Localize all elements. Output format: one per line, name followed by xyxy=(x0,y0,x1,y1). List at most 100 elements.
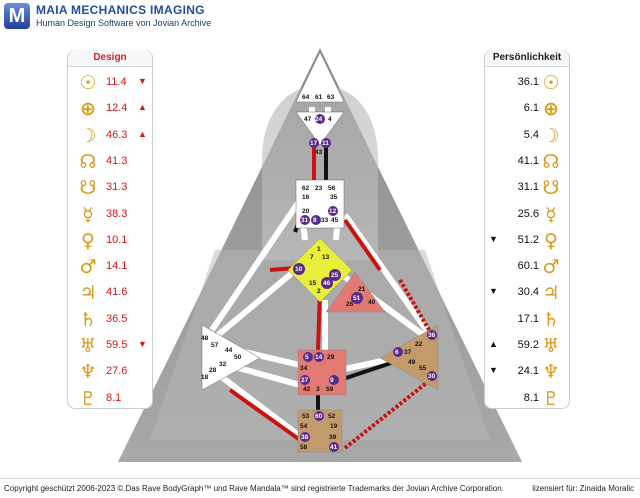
personality-row-mars: ♂60.1 xyxy=(485,255,569,281)
bodygraph-chart: 64 61 63 47 24 4 17 11 43 62 23 56 16 35… xyxy=(118,48,522,462)
gate-41: 41 xyxy=(330,444,338,451)
gate-48: 48 xyxy=(201,335,209,342)
gate-10: 10 xyxy=(295,266,303,273)
mars-icon: ♂ xyxy=(542,256,560,279)
app-header: M MAIA MECHANICS IMAGING Human Design So… xyxy=(0,0,640,33)
g-center xyxy=(287,237,353,303)
sun-icon: ☉ xyxy=(79,72,97,94)
gate-54: 54 xyxy=(300,423,308,430)
design-gate-value: 14.1 xyxy=(106,260,128,273)
gate-labels: 64 61 63 47 24 4 17 11 43 62 23 56 16 35… xyxy=(201,94,437,452)
gate-58: 58 xyxy=(300,444,308,451)
design-row-jupiter: ♃ 41.6 xyxy=(68,281,152,307)
design-panel-title: Design xyxy=(68,50,152,67)
pluto-icon: ♇ xyxy=(542,387,560,410)
design-gate-value: 46.3 xyxy=(106,128,128,141)
gate-12: 12 xyxy=(329,208,337,215)
mercury-icon: ☿ xyxy=(545,203,557,226)
design-gate-value: 8.1 xyxy=(106,391,122,404)
gate-13: 13 xyxy=(322,254,330,261)
gate-45: 45 xyxy=(331,217,339,224)
design-gate-value: 38.3 xyxy=(106,207,128,220)
solar-plexus-center xyxy=(379,324,439,391)
gate-56: 56 xyxy=(328,185,336,192)
fixing-arrow: ▼ xyxy=(138,76,147,86)
personality-gate-value: 51.2 xyxy=(517,233,539,246)
personality-row-uranus: ♅59.2▲ xyxy=(485,334,569,360)
personality-gate-value: 5.4 xyxy=(523,128,539,141)
gate-49: 49 xyxy=(408,359,416,366)
gate-17: 17 xyxy=(310,140,318,147)
gate-11: 11 xyxy=(322,140,329,147)
design-gate-value: 12.4 xyxy=(106,102,128,115)
gate-62: 62 xyxy=(302,185,310,192)
design-row-moon: ☽ 46.3 ▲ xyxy=(68,124,152,150)
personality-gate-value: 25.6 xyxy=(517,207,539,220)
gate-39: 39 xyxy=(329,434,337,441)
personality-panel: Persönlichkeit ☉36.1⊕6.1☽5.4☊41.1☋31.1☿2… xyxy=(484,50,570,410)
earth-icon: ⊕ xyxy=(80,98,96,121)
personality-gate-value: 30.4 xyxy=(517,286,539,299)
design-gate-value: 59.5 xyxy=(106,339,128,351)
design-row-south-node: ☋ 31.3 xyxy=(68,176,152,202)
gate-42: 42 xyxy=(303,386,311,393)
gate-31: 31 xyxy=(301,217,309,224)
gate-1: 1 xyxy=(317,246,321,253)
license-text: lizensiert für: Zinaida Moralic xyxy=(532,484,634,493)
gate-4: 4 xyxy=(328,116,332,123)
gate-36: 36 xyxy=(428,332,436,339)
gate-3: 3 xyxy=(316,386,320,393)
pluto-icon: ♇ xyxy=(79,387,97,410)
gate-47: 47 xyxy=(304,116,312,123)
neptune-icon: ♆ xyxy=(542,361,560,384)
sun-icon: ☉ xyxy=(542,72,560,94)
app-subtitle: Human Design Software von Jovian Archive xyxy=(36,18,212,28)
saturn-icon: ♄ xyxy=(79,308,97,331)
personality-gate-value: 60.1 xyxy=(517,260,539,273)
gate-16: 16 xyxy=(302,194,310,201)
gate-57: 57 xyxy=(211,342,219,349)
fixing-arrow: ▼ xyxy=(489,233,498,244)
gate-14: 14 xyxy=(315,354,323,361)
gate-20: 20 xyxy=(302,208,310,215)
fixing-arrow: ▲ xyxy=(138,102,147,113)
gate-29: 29 xyxy=(327,354,335,361)
gate-52: 52 xyxy=(328,413,336,420)
gate-23: 23 xyxy=(315,185,323,192)
saturn-icon: ♄ xyxy=(542,308,560,331)
gate-60: 60 xyxy=(315,413,323,420)
personality-gate-value: 6.1 xyxy=(523,102,539,115)
gate-25: 25 xyxy=(331,272,339,279)
design-row-earth: ⊕ 12.4 ▲ xyxy=(68,97,152,123)
gate-15: 15 xyxy=(309,280,317,287)
south-node-icon: ☋ xyxy=(79,177,97,200)
gate-32: 32 xyxy=(219,361,227,368)
design-gate-value: 27.6 xyxy=(106,365,128,378)
personality-gate-value: 41.1 xyxy=(517,154,539,167)
personality-row-mercury: ☿ 25.6 xyxy=(485,203,569,229)
gate-53: 53 xyxy=(302,413,310,420)
gate-63: 63 xyxy=(327,94,335,101)
gate-34: 34 xyxy=(300,365,308,372)
ajna-center xyxy=(295,111,345,146)
design-gate-value: 41.6 xyxy=(106,286,128,299)
personality-row-venus: ♀51.2▼ xyxy=(485,229,569,255)
fixing-arrow: ▼ xyxy=(138,339,147,349)
jupiter-icon: ♃ xyxy=(79,282,97,305)
gate-5: 5 xyxy=(305,354,309,361)
gate-55: 55 xyxy=(419,365,427,372)
personality-row-pluto: ♇8.1 xyxy=(485,387,569,413)
personality-row-south-node: ☋31.1 xyxy=(485,176,569,202)
personality-row-north-node: ☊41.1 xyxy=(485,150,569,176)
personality-row-moon: ☽5.4 xyxy=(485,124,569,150)
personality-row-neptune: ♆24.1▼ xyxy=(485,360,569,386)
uranus-icon: ♅ xyxy=(542,335,560,357)
gate-21: 21 xyxy=(358,286,366,293)
copyright-text: Copyright geschützt 2006-2023 ©.Das Rave… xyxy=(4,484,504,493)
gate-44: 44 xyxy=(225,347,233,354)
gate-18: 18 xyxy=(201,374,209,381)
fixing-arrow: ▲ xyxy=(138,128,147,139)
moon-icon: ☽ xyxy=(79,124,97,147)
design-gate-value: 31.3 xyxy=(106,181,128,194)
personality-gate-value: 36.1 xyxy=(517,76,539,88)
